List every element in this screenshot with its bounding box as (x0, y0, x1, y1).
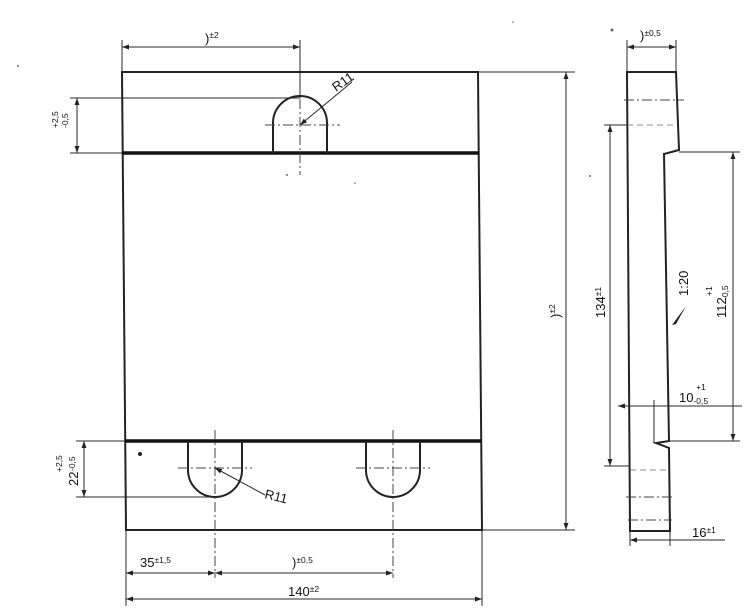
side-view: )±0,5 134±1 112 +1 -0,5 1:20 +1 10-0,5 1… (593, 28, 742, 546)
side-profile (625, 71, 681, 532)
dim-112-lower-dev: -0,5 (720, 285, 730, 300)
dim-top-width-text: )±2 (205, 30, 219, 46)
taper-symbol (672, 306, 686, 325)
hole-mark (138, 452, 142, 456)
radius-upper-leader (299, 81, 353, 126)
dim-lower-slot-nominal: 22 (66, 472, 81, 486)
dim-10-upper-dev: +1 (696, 382, 706, 392)
dim-112-nominal: 112 (714, 297, 729, 318)
plate-outline (120, 71, 484, 531)
radius-lower-leader (214, 467, 266, 496)
dim-112-upper-dev: +1 (704, 286, 714, 296)
taper-text: 1:20 (676, 271, 691, 296)
dim-total-height-text: )±2 (547, 304, 563, 318)
dim-134-text: 134±1 (593, 287, 608, 318)
dim-upper-slot-upper-dev: +2,5 (50, 111, 60, 128)
dim-upper-slot-lower-dev: -0,5 (60, 113, 70, 128)
scan-specks (17, 21, 614, 184)
dim-10-text: 10-0,5 (679, 390, 708, 406)
dim-lower-slot-upper-dev: +2,5 (54, 455, 64, 472)
dim-lower-slot-lower-dev: -0,5 (67, 456, 77, 471)
dim-top-thickness-text: )±0,5 (640, 28, 661, 43)
radius-lower-text: R11 (263, 486, 289, 506)
front-view: )±2 )±2 +2,5 -0,5 +2,5 22 -0,5 R11 R11 3… (50, 30, 575, 606)
dim-slot-spacing-text: )±0,5 (292, 555, 313, 570)
dim-slot-offset-text: 35±1,5 (140, 555, 171, 570)
dim-bottom-width-text: 140±2 (288, 584, 319, 599)
dim-16-text: 16±1 (692, 525, 716, 540)
